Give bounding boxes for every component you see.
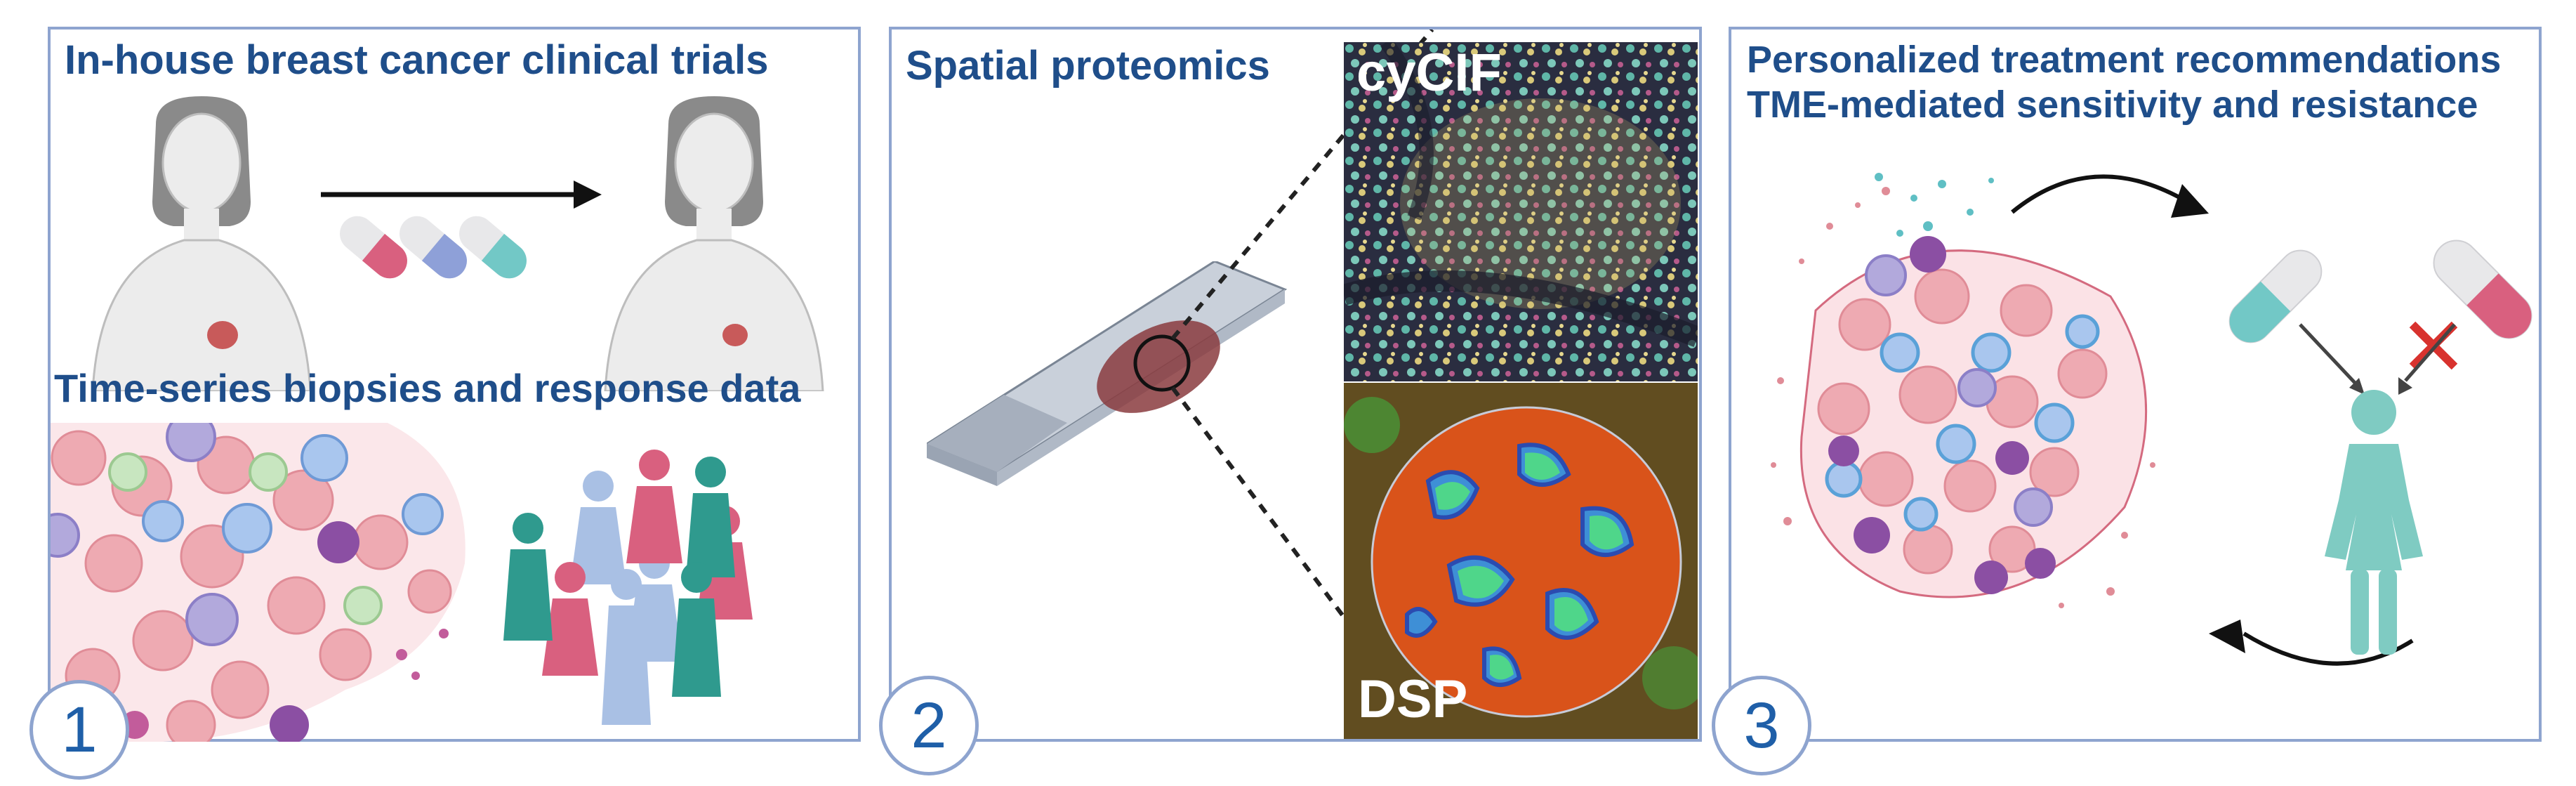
patient-cohort-icon (503, 450, 753, 725)
dsp-label: DSP (1358, 669, 1468, 729)
pill-resistant-icon (2433, 240, 2532, 339)
treatment-arrow-icon (321, 181, 602, 209)
panel-2-title: Spatial proteomics (906, 43, 1270, 89)
patient-icon (2325, 390, 2423, 655)
tumor-icon (207, 321, 238, 349)
patient-after-icon (604, 96, 824, 391)
small-arrows-icon (2299, 323, 2456, 395)
pill-blue-icon (399, 216, 467, 279)
panel-1: In-house breast cancer clinical trials T… (48, 27, 861, 742)
panel-1-title: In-house breast cancer clinical trials (65, 37, 769, 83)
tumor-cluster-icon (1771, 173, 2155, 608)
step-number-1: 1 (29, 680, 129, 780)
panel-3-title-line1: Personalized treatment recommendations (1747, 39, 2502, 81)
panel-1-subtitle: Time-series biopsies and response data (54, 366, 801, 410)
tumor-microenvironment-icon (51, 423, 465, 742)
panel-2: Spatial proteomics cyCIF (889, 27, 1702, 742)
microscope-slide-icon (927, 261, 1288, 486)
cycif-image (1344, 42, 1698, 381)
step-number-3: 3 (1712, 676, 1811, 775)
pill-sensitive-icon (2228, 249, 2323, 343)
panel-3: Personalized treatment recommendations T… (1729, 27, 2542, 742)
pill-teal-icon (459, 216, 527, 279)
tumor-icon (722, 324, 748, 346)
panel-3-title-line2: TME-mediated sensitivity and resistance (1747, 84, 2478, 126)
dsp-image (1344, 383, 1698, 739)
patient-before-icon (91, 96, 312, 391)
pill-pink-icon (340, 216, 407, 279)
cycif-label: cyCIF (1356, 43, 1502, 103)
step-number-2: 2 (879, 676, 979, 775)
